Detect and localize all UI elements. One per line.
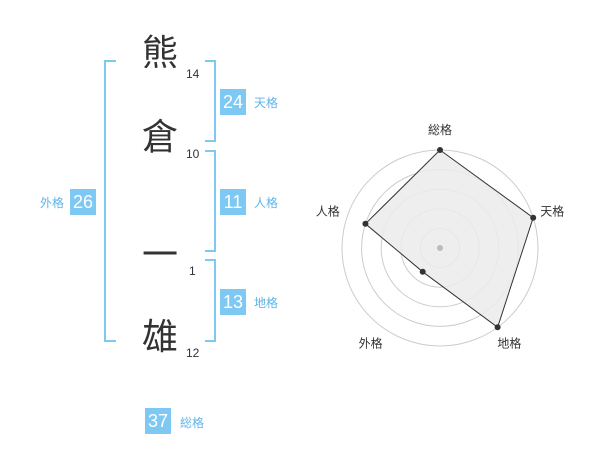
radar-center: [437, 245, 443, 251]
chikaku-bracket: [205, 259, 216, 342]
jinkaku-label: 人格: [254, 196, 279, 210]
radar-axis-label-5: 人格: [316, 204, 340, 219]
gaikaku-badge: 26: [70, 189, 97, 215]
radar-point-3: [494, 324, 501, 331]
name-char-4: 雄: [141, 317, 178, 358]
radar-area: [364, 149, 534, 329]
stroke-count-2: 10: [186, 147, 200, 161]
jinkaku-badge: 11: [220, 189, 246, 215]
radar-point-5: [362, 220, 369, 227]
tenkaku-bracket: [205, 60, 216, 142]
tenkaku-badge: 24: [220, 89, 247, 115]
jinkaku-bracket: [205, 150, 216, 252]
radar-axis-label-2: 天格: [540, 204, 564, 219]
radar-axis-label-3: 地格: [497, 335, 521, 350]
soukaku-label: 総格: [180, 416, 205, 430]
radar-point-1: [437, 147, 443, 153]
chikaku-badge: 13: [220, 289, 247, 315]
tenkaku-label: 天格: [254, 96, 279, 110]
stroke-count-1: 14: [186, 67, 200, 81]
name-char-2: 倉: [141, 117, 178, 158]
gaikaku-label: 外格: [40, 196, 65, 210]
chikaku-label: 地格: [254, 296, 279, 310]
name-char-1: 熊: [141, 33, 178, 74]
radar-points: [362, 147, 537, 331]
radar-point-4: [419, 268, 426, 275]
radar-axis-label-1: 総格: [428, 122, 452, 137]
name-char-3: 一: [141, 235, 178, 276]
gaikaku-bracket: [104, 60, 116, 342]
soukaku-badge: 37: [145, 408, 172, 434]
radar-axis-label-4: 外格: [359, 335, 383, 350]
stroke-count-4: 12: [186, 346, 200, 360]
stroke-count-3: 1: [189, 264, 196, 278]
radar-point-2: [530, 214, 537, 221]
